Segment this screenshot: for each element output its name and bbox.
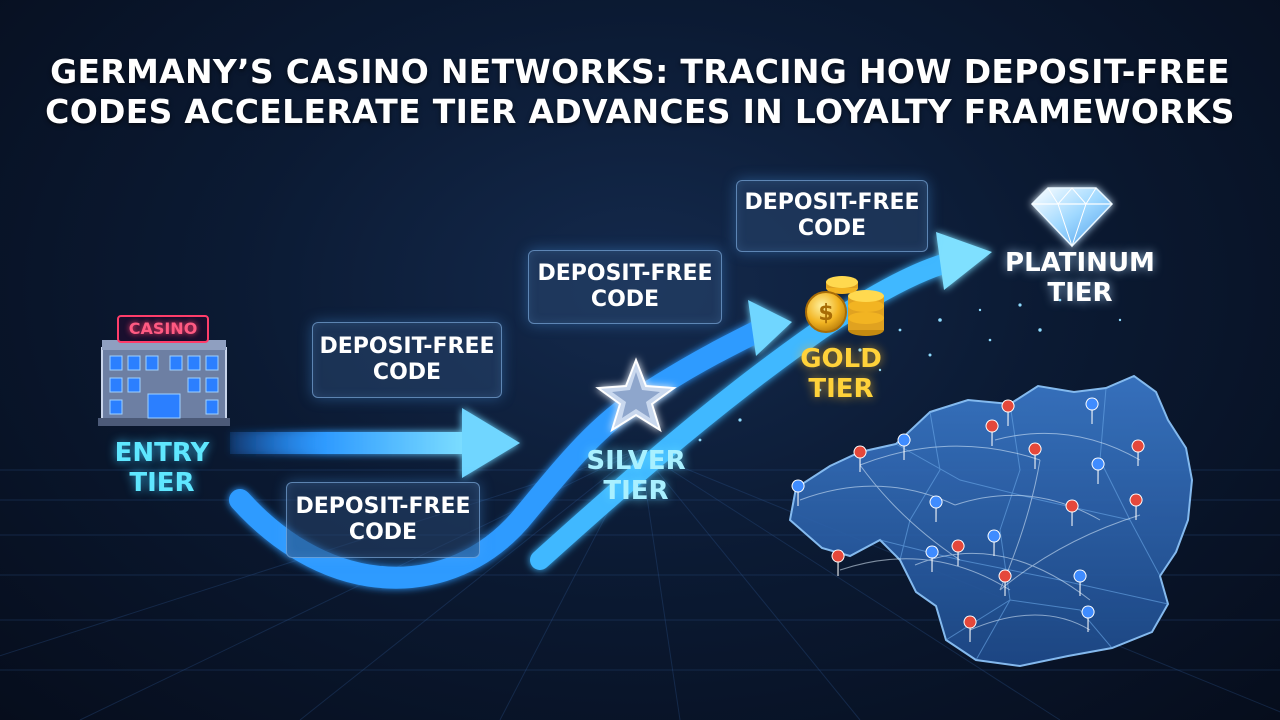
code-box-2-line2: CODE — [348, 520, 418, 545]
coin-stack-icon: $ — [805, 276, 884, 336]
code-box-4-line2: CODE — [797, 216, 867, 241]
sparkles — [698, 290, 1122, 442]
silver-tier-line2: TIER — [603, 476, 669, 506]
entry-arrow — [230, 408, 520, 478]
gold-tier-line1: GOLD — [800, 344, 882, 374]
dollar-glyph: $ — [818, 301, 833, 326]
silver-tier-label: SILVER TIER — [566, 446, 706, 506]
title-line-2: CODES ACCELERATE TIER ADVANCES IN LOYALT… — [45, 92, 1235, 131]
silver-tier-line1: SILVER — [586, 446, 686, 476]
code-box-3-line1: DEPOSIT-FREE — [537, 261, 713, 286]
code-box-4: DEPOSIT-FREE CODE — [736, 180, 928, 252]
diamond-icon — [1030, 187, 1114, 248]
casino-building-icon — [98, 315, 230, 426]
code-box-1-line2: CODE — [372, 360, 442, 385]
code-box-3: DEPOSIT-FREE CODE — [528, 250, 722, 324]
platinum-tier-line2: TIER — [1047, 278, 1113, 308]
entry-tier-line2: TIER — [129, 468, 195, 498]
code-box-4-line1: DEPOSIT-FREE — [744, 190, 920, 215]
gold-tier-label: GOLD TIER — [776, 344, 906, 404]
title-line-1: GERMANY’S CASINO NETWORKS: TRACING HOW D… — [50, 52, 1230, 91]
platinum-tier-label: PLATINUM TIER — [990, 248, 1170, 308]
entry-tier-line1: ENTRY — [114, 438, 210, 468]
entry-tier-label: ENTRY TIER — [92, 438, 232, 498]
germany-map-icon — [788, 374, 1194, 668]
gold-tier-line2: TIER — [808, 374, 874, 404]
progression-arrow — [229, 300, 792, 589]
code-box-2-line1: DEPOSIT-FREE — [295, 494, 471, 519]
code-box-1: DEPOSIT-FREE CODE — [312, 322, 502, 398]
upper-arrow — [530, 232, 992, 570]
platinum-tier-line1: PLATINUM — [1005, 248, 1155, 278]
code-box-1-line1: DEPOSIT-FREE — [319, 334, 495, 359]
star-icon — [595, 357, 677, 433]
page-title: GERMANY’S CASINO NETWORKS: TRACING HOW D… — [40, 52, 1240, 132]
map-pin-icon — [791, 397, 1145, 643]
code-box-3-line2: CODE — [590, 287, 660, 312]
casino-sign-text: CASINO — [128, 319, 198, 338]
code-box-2: DEPOSIT-FREE CODE — [286, 482, 480, 558]
floor-grid — [0, 449, 1280, 720]
